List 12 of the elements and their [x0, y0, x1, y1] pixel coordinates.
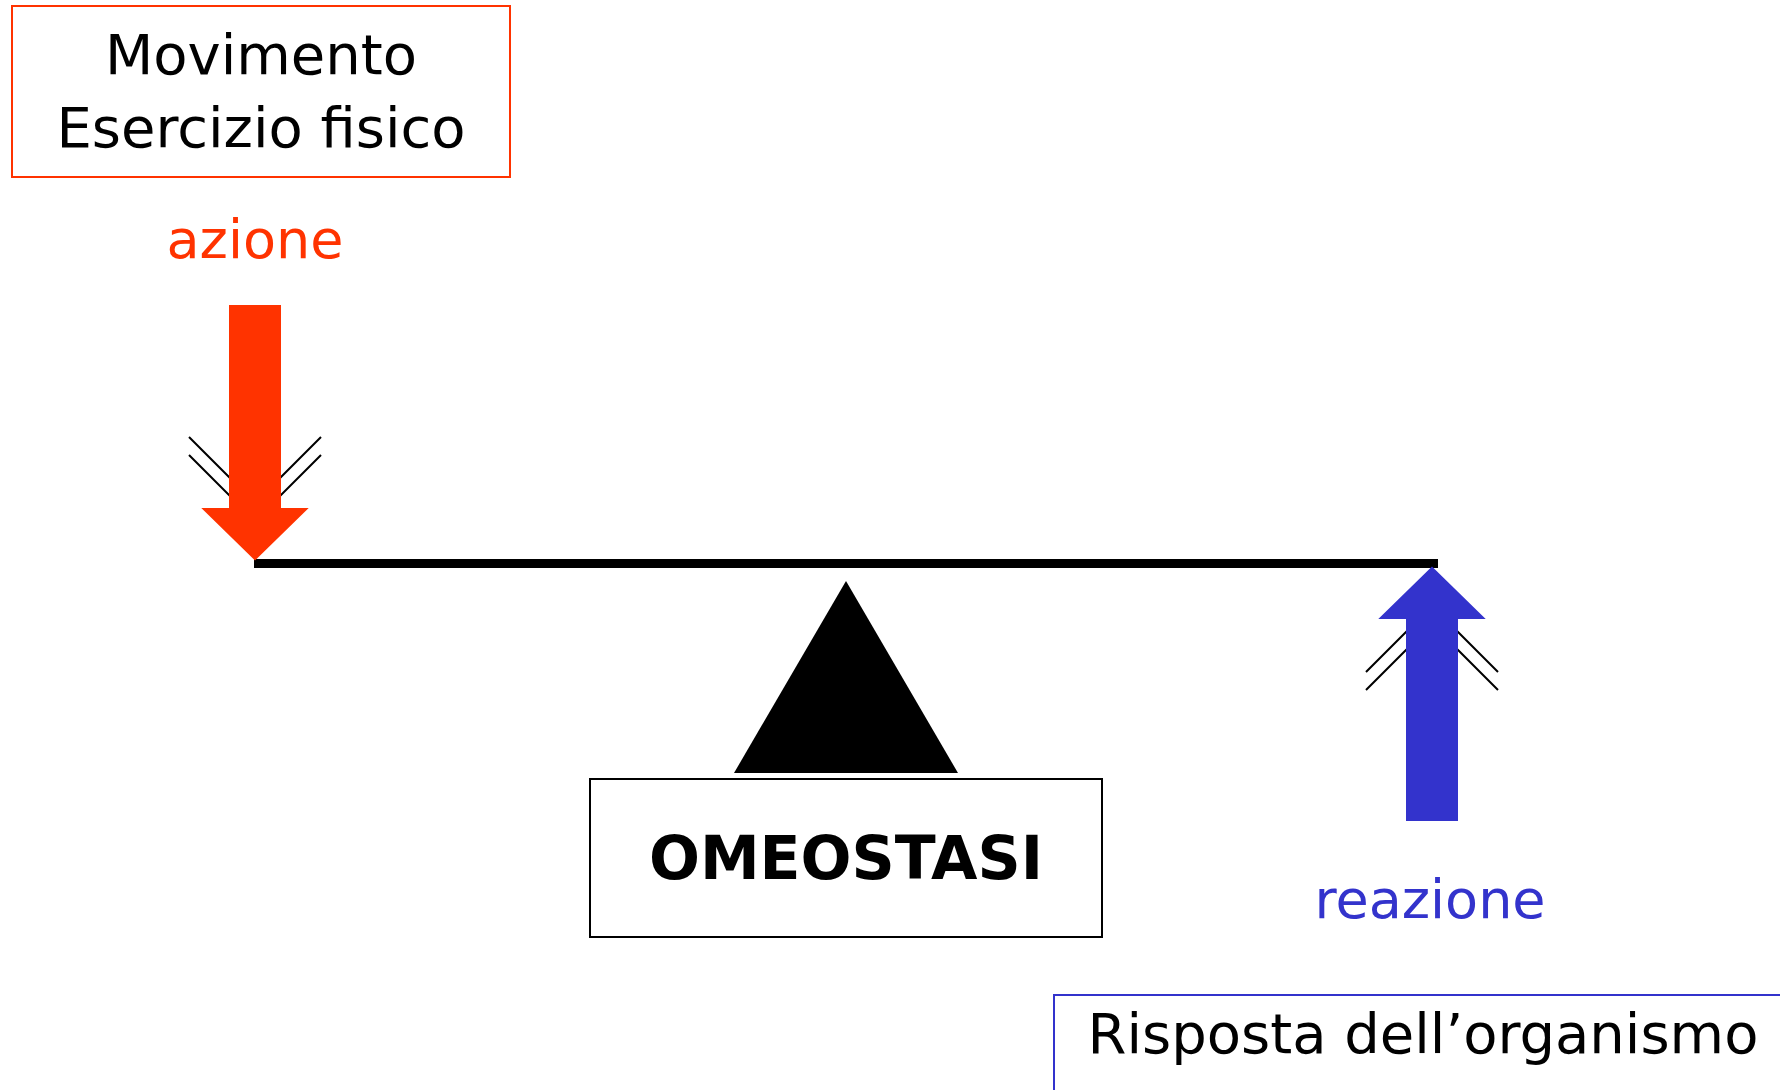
edge-label: azione	[166, 208, 344, 271]
block-arrow	[201, 305, 309, 561]
activity-text: Movimento Esercizio fisico	[55, 20, 467, 162]
homeostasis-text: OMEOSTASI	[648, 822, 1044, 895]
response-text: Risposta dell’organismo	[1087, 999, 1759, 1068]
text-box	[11, 5, 511, 178]
fulcrum-triangle	[734, 581, 958, 773]
lever-beam	[254, 559, 1438, 568]
label-box	[589, 778, 1103, 938]
block-arrow	[1378, 566, 1486, 821]
edge-label: reazione	[1314, 868, 1546, 931]
text-box	[1053, 994, 1780, 1090]
